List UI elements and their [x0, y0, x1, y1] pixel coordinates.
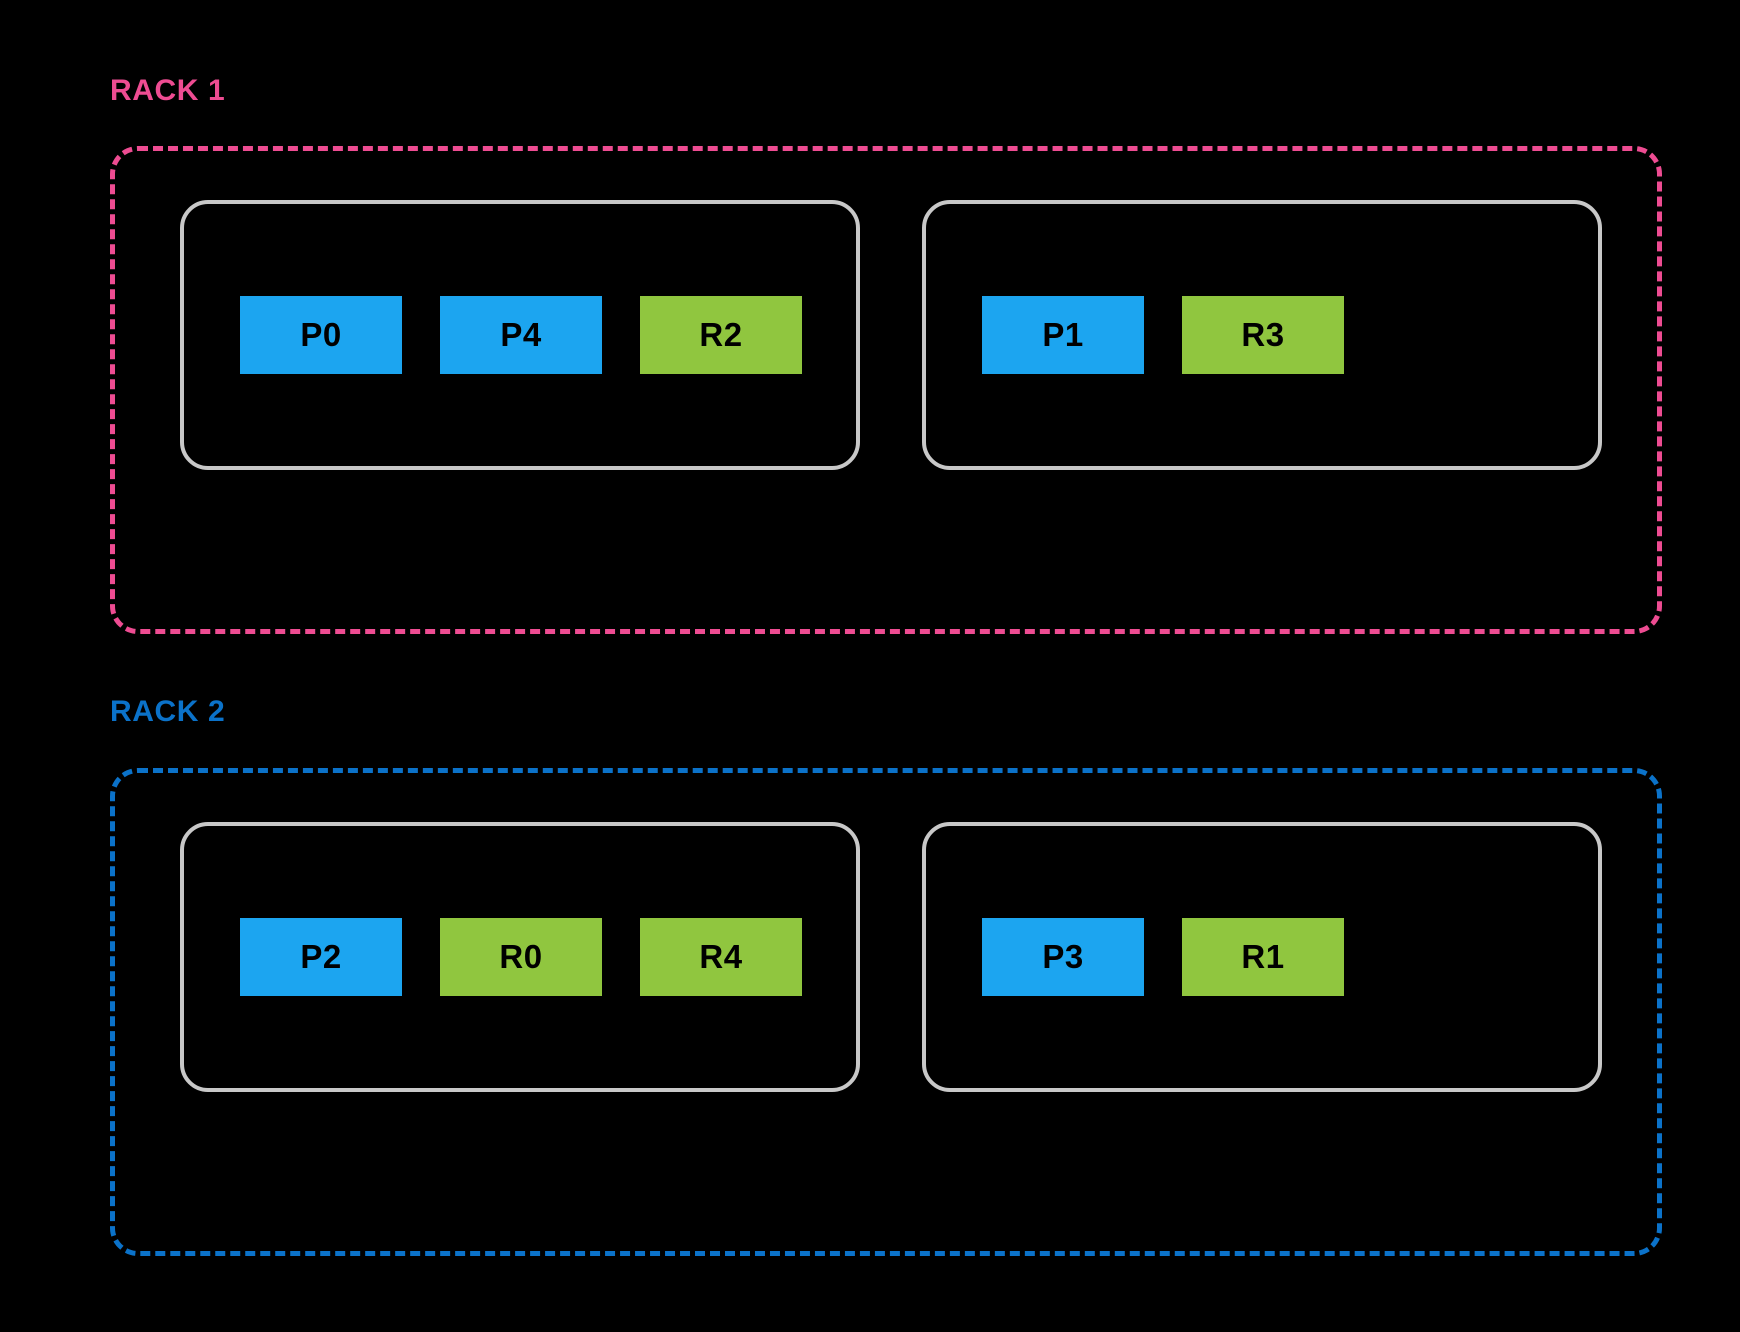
block-p2[interactable]: P2	[240, 918, 402, 996]
node-1-blocks: P0 P4 R2	[240, 296, 802, 374]
node-4-blocks: P3 R1	[982, 918, 1344, 996]
node-4[interactable]: P3 R1	[922, 822, 1602, 1092]
rack-boundary-1	[110, 146, 1662, 634]
block-r2[interactable]: R2	[640, 296, 802, 374]
block-r4[interactable]: R4	[640, 918, 802, 996]
block-p4[interactable]: P4	[440, 296, 602, 374]
block-p3[interactable]: P3	[982, 918, 1144, 996]
rack-label-1: RACK 1	[110, 74, 226, 107]
node-2-blocks: P1 R3	[982, 296, 1344, 374]
block-r1[interactable]: R1	[1182, 918, 1344, 996]
block-p0[interactable]: P0	[240, 296, 402, 374]
block-r3[interactable]: R3	[1182, 296, 1344, 374]
node-3[interactable]: P2 R0 R4	[180, 822, 860, 1092]
node-1[interactable]: P0 P4 R2	[180, 200, 860, 470]
block-r0[interactable]: R0	[440, 918, 602, 996]
node-3-blocks: P2 R0 R4	[240, 918, 802, 996]
rack-boundary-2	[110, 768, 1662, 1256]
node-2[interactable]: P1 R3	[922, 200, 1602, 470]
rack-label-2: RACK 2	[110, 695, 226, 728]
block-p1[interactable]: P1	[982, 296, 1144, 374]
